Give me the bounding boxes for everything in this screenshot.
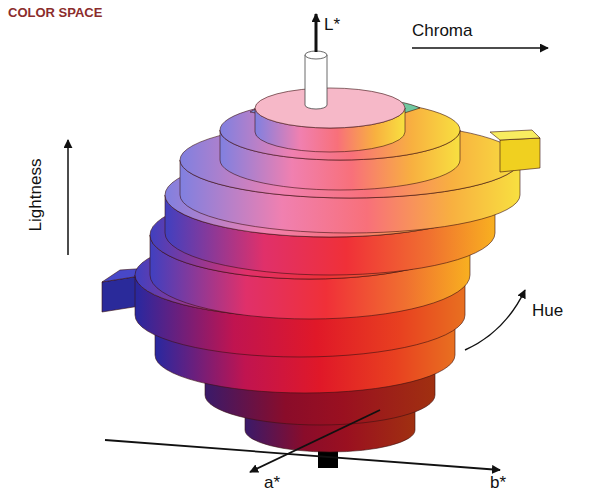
axis-label: b* [490,474,506,493]
axis-label: a* [264,474,280,493]
axis-label: Lightness [27,159,46,232]
axis-label: Hue [532,302,563,321]
b-axis [105,440,500,470]
a-axis [250,410,380,472]
axis-label: Chroma [412,22,472,41]
chroma-arrow [412,47,548,49]
white-end [305,55,327,109]
diagram-title: COLOR SPACE [8,6,102,20]
color-tiers [102,88,540,452]
hue-arrow [465,290,525,350]
l-axis-arrow [315,14,318,52]
axis-label: L* [324,16,340,35]
lightness-arrow [67,140,69,255]
